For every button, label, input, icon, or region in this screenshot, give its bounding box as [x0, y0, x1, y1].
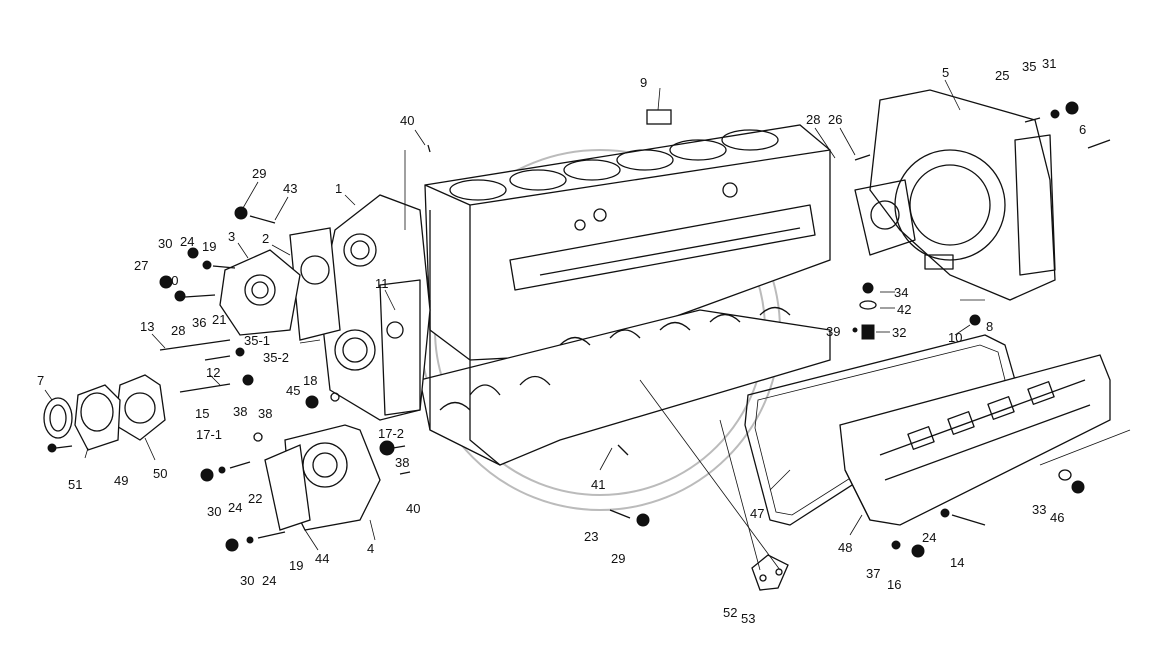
fasteners: [47, 101, 1111, 558]
flange-50: [114, 374, 166, 441]
callout-14: 14: [950, 555, 964, 570]
callout-13: 13: [140, 319, 154, 334]
callout-38-b: 38: [395, 455, 409, 470]
callout-28-a: 28: [171, 323, 185, 338]
callout-50: 50: [153, 466, 167, 481]
callout-53: 53: [741, 611, 755, 626]
callout-36: 36: [192, 315, 206, 330]
callout-20: 20: [164, 273, 178, 288]
leader-lines: [44, 79, 1131, 571]
callout-11: 11: [375, 276, 389, 291]
bracket-52-53: [751, 554, 789, 591]
callout-40-a: 40: [400, 113, 414, 128]
callout-5: 5: [942, 65, 949, 80]
callout-1: 1: [335, 181, 342, 196]
callout-24-d: 24: [922, 530, 936, 545]
callout-52: 52: [723, 605, 737, 620]
callout-35-2: 35-2: [263, 350, 289, 365]
callout-25: 25: [995, 68, 1009, 83]
seal-ring-7: [43, 397, 73, 439]
callout-31: 31: [1042, 56, 1056, 71]
callout-34: 34: [894, 285, 908, 300]
callout-48: 48: [838, 540, 852, 555]
callout-19-b: 19: [289, 558, 303, 573]
callout-9: 9: [640, 75, 647, 90]
oil-pan: [839, 354, 1111, 526]
callout-24-c: 24: [262, 573, 276, 588]
callout-41: 41: [591, 477, 605, 492]
callout-38-a: 38: [233, 404, 247, 419]
callout-17-2: 17-2: [378, 426, 404, 441]
cover-plate-3: [219, 249, 301, 336]
callout-24-a: 24: [180, 234, 194, 249]
callout-30-c: 30: [240, 573, 254, 588]
callout-10: 10: [948, 330, 962, 345]
callout-19-a: 19: [202, 239, 216, 254]
flange-49: [74, 384, 121, 451]
callout-45: 45: [286, 383, 300, 398]
callout-46: 46: [1050, 510, 1064, 525]
callout-30-a: 30: [158, 236, 172, 251]
callout-6: 6: [1079, 122, 1086, 137]
gasket-plate-2: [289, 227, 341, 341]
callout-37: 37: [866, 566, 880, 581]
callout-27: 27: [134, 258, 148, 273]
callout-40-b: 40: [406, 501, 420, 516]
cylinder-block: [424, 124, 831, 361]
callout-23: 23: [584, 529, 598, 544]
callout-16: 16: [887, 577, 901, 592]
callout-43: 43: [283, 181, 297, 196]
callout-51: 51: [68, 477, 82, 492]
callout-18: 18: [303, 373, 317, 388]
callout-labels: 1 2 3 4 5 6 7 8 9 10 11 12 13 14 15 16 1…: [37, 56, 1086, 626]
flywheel-housing: [854, 89, 1056, 301]
callout-47: 47: [750, 506, 764, 521]
callout-29-b: 29: [611, 551, 625, 566]
callout-26: 26: [828, 112, 842, 127]
callout-3: 3: [228, 229, 235, 244]
callout-39: 39: [826, 324, 840, 339]
callout-33: 33: [1032, 502, 1046, 517]
callout-32: 32: [892, 325, 906, 340]
callout-35-1: 35-1: [244, 333, 270, 348]
callout-7: 7: [37, 373, 44, 388]
gasket-44: [264, 444, 311, 531]
callout-12: 12: [206, 365, 220, 380]
callout-2: 2: [262, 231, 269, 246]
callout-17-1: 17-1: [196, 427, 222, 442]
callout-24-b: 24: [228, 500, 242, 515]
nameplate-9: [646, 109, 672, 125]
callout-29-a: 29: [252, 166, 266, 181]
callout-30-b: 30: [207, 504, 221, 519]
callout-44: 44: [315, 551, 329, 566]
callout-15: 15: [195, 406, 209, 421]
callout-28-b: 28: [806, 112, 820, 127]
callout-42: 42: [897, 302, 911, 317]
callout-4: 4: [367, 541, 374, 556]
crankcase: [419, 300, 831, 466]
callout-8: 8: [986, 319, 993, 334]
callout-49: 49: [114, 473, 128, 488]
callout-38-c: 38: [258, 406, 272, 421]
callout-22: 22: [248, 491, 262, 506]
callout-35: 35: [1022, 59, 1036, 74]
callout-21: 21: [212, 312, 226, 327]
